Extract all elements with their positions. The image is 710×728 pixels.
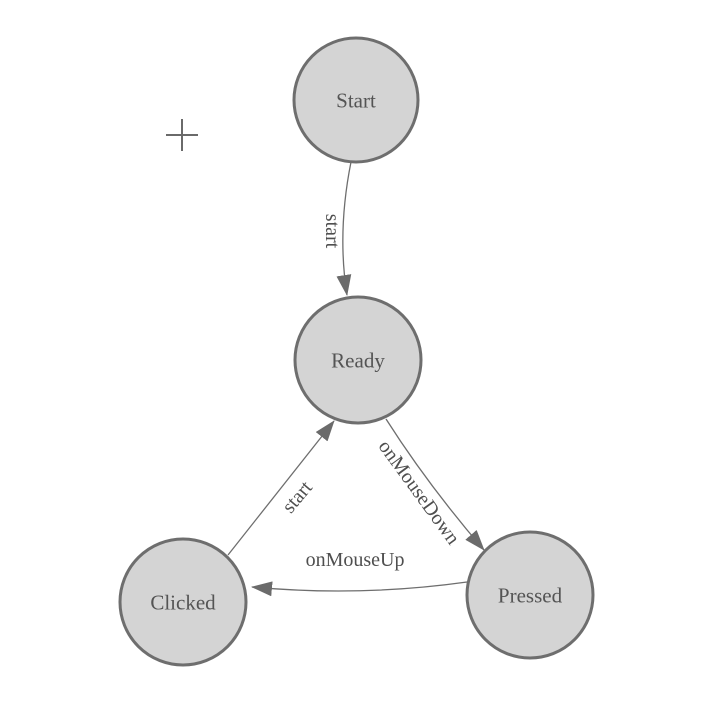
edge-label-start-to-ready[interactable]: start — [321, 214, 343, 249]
node-start[interactable]: Start — [292, 36, 420, 164]
edge-clicked-to-ready[interactable] — [227, 420, 335, 556]
node-ready-label: Ready — [331, 348, 385, 372]
node-pressed[interactable]: Pressed — [465, 530, 595, 660]
edge-label-pressed-to-clicked[interactable]: onMouseUp — [306, 549, 405, 571]
node-pressed-label: Pressed — [498, 583, 563, 607]
node-clicked[interactable]: Clicked — [118, 537, 248, 667]
edge-pressed-to-clicked[interactable] — [251, 581, 468, 597]
node-start-label: Start — [336, 88, 376, 112]
edge-ready-to-pressed[interactable] — [385, 418, 485, 551]
node-ready-circle[interactable] — [293, 295, 423, 425]
node-ready[interactable]: Ready — [293, 295, 423, 425]
node-clicked-circle[interactable] — [118, 537, 248, 667]
node-pressed-circle[interactable] — [465, 530, 595, 660]
node-clicked-label: Clicked — [150, 590, 216, 614]
crosshair-icon — [166, 119, 198, 151]
edge-start-to-ready[interactable] — [336, 161, 352, 296]
node-start-circle[interactable] — [292, 36, 420, 164]
